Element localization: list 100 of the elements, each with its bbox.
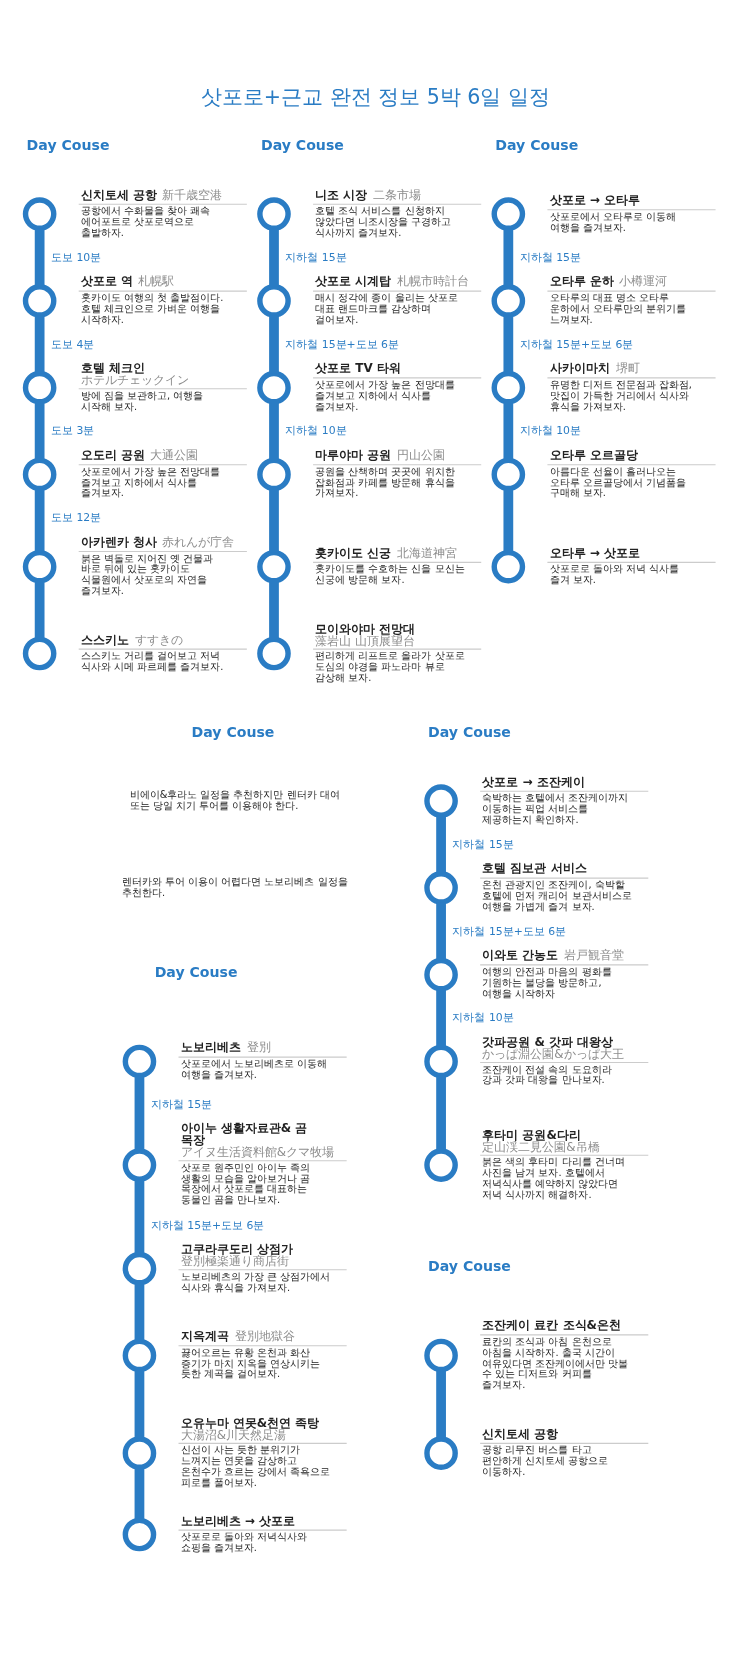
edge-label: 도보 4분	[51, 337, 95, 351]
node-label: 삿포로로 돌아와 저녁 식사를 즐겨 보자.	[549, 562, 679, 585]
node-label: 공항에서 수화물을 찾아 쾌속 에어포트로 삿포로역으로 출발하자.	[80, 204, 211, 238]
node-label: 登別地獄谷	[234, 1328, 295, 1343]
node-circle	[424, 957, 458, 991]
edge-label: 지하철 10분	[285, 423, 347, 437]
node-label: 오유누마 연못&천연 족탕	[180, 1415, 320, 1430]
node-label: 온천 관광지인 조잔케이, 숙박할 호텔에 먼저 캐리어 보관서비스로 여행을 가볍게 즐겨 보자.	[482, 878, 632, 912]
connector	[134, 1369, 145, 1439]
node-label: 홋카이도 여행의 첫 출발점이다. 호텔 체크인으로 가벼운 여행을 시작하자.	[80, 291, 224, 325]
edge-label: 도보 10분	[51, 250, 102, 264]
node-label: 삿포로 원주민인 아이누 족의 생활의 모습을 알아보거나 곰 목장에서 삿포로를 대표하는 동물인 곰을 만나보자.	[180, 1161, 310, 1205]
node-label: 円山公園	[396, 447, 445, 462]
node-label: 岩戸観音堂	[563, 947, 624, 962]
node-circle	[122, 1517, 157, 1551]
node-label: 지옥계곡	[180, 1328, 229, 1343]
edge-label: 지하철 10분	[519, 423, 581, 437]
node-label: 붉은 벽돌로 지어진 옛 건물과 바로 뒤에 있는 홋카이도 식물원에서 삿포로의 자연을 즐겨보자.	[80, 551, 214, 596]
connector	[436, 1075, 446, 1151]
node-label: 오도리 공원	[80, 447, 146, 462]
node-label: 大通公園	[150, 447, 199, 462]
node-label: 삿포로에서 가장 높은 전망대를 즐겨보고 지하에서 식사를 즐겨보자.	[315, 378, 455, 412]
node-circle	[22, 196, 57, 231]
node-circle	[22, 457, 57, 491]
node-label: 매시 정각에 종이 울리는 삿포로 대표 랜드마크를 감상하며 걸어보자.	[315, 291, 458, 325]
node-circle	[122, 1044, 157, 1078]
node-circle	[122, 1435, 157, 1470]
node-label: 끓어오르는 유황 온천과 화산 증기가 마치 지옥을 연상시키는 듯한 계곡을 걸어보자.	[180, 1346, 320, 1379]
node-label: 방에 짐을 보관하고, 여행을 시작해 보자.	[80, 389, 204, 412]
label: Day Couse	[428, 723, 511, 740]
node-circle	[491, 283, 526, 318]
node-label: 삿포로 → 조잔케이	[482, 774, 585, 789]
node-label: 삿포로 → 오타루	[549, 192, 640, 207]
edge-label: 지하철 15분	[452, 837, 514, 851]
node-label: 삿포로 시계탑	[315, 273, 392, 288]
node-label: 호텔 짐보관 서비스	[482, 860, 587, 875]
connector	[269, 580, 279, 639]
connector	[269, 314, 279, 373]
node-label: 삿포로로 돌아와 저녁식사와 쇼핑을 즐겨보자.	[180, 1530, 307, 1553]
connector	[503, 401, 514, 460]
connector	[503, 488, 514, 553]
node-label: 이와토 간농도	[482, 947, 559, 962]
node-label: 오타루 운하	[549, 273, 614, 288]
edge-label: 도보 12분	[51, 510, 102, 524]
node-circle	[22, 370, 57, 404]
node-label: 오타루 → 삿포로	[549, 545, 640, 560]
node-label: 고쿠라쿠도리 상점가	[180, 1241, 293, 1256]
node-label: 마루야마 공원	[315, 447, 392, 462]
label: Day Couse	[428, 1257, 511, 1274]
connector	[503, 314, 514, 373]
node-label: 노보리베츠의 가장 큰 상점가에서 식사와 휴식을 가져보자.	[180, 1270, 330, 1293]
node-circle	[424, 1435, 458, 1470]
node-label: 堺町	[615, 360, 640, 375]
label: Day Couse	[191, 723, 275, 740]
node-circle	[424, 783, 458, 818]
node-label: 모이와야마 전망대	[315, 621, 416, 636]
connector	[134, 1466, 145, 1520]
connector	[134, 1282, 145, 1341]
edge-label: 지하철 15분	[519, 250, 581, 264]
label: Day Couse	[495, 136, 579, 153]
node-label: 여행의 안전과 마음의 평화를 기원하는 불당을 방문하고, 여행을 시작하자	[482, 965, 612, 999]
node-label: 신치토세 공항	[80, 187, 158, 202]
node-circle	[424, 870, 458, 905]
node-label: 신치토세 공항	[482, 1426, 559, 1441]
node-circle	[257, 636, 291, 670]
node-label: 오타루의 대표 명소 오타루 운하에서 오타루만의 분위기를 느껴보자.	[549, 291, 686, 325]
edge-label: 지하철 15분	[285, 250, 347, 264]
node-label: 札幌市時計台	[396, 273, 469, 288]
node-label: 삿포로 역	[80, 273, 134, 288]
connector	[34, 580, 45, 639]
node-circle	[257, 549, 291, 583]
connector	[436, 1369, 446, 1439]
node-label: 니조 시장	[315, 187, 368, 202]
connector	[269, 227, 279, 287]
node-label: 赤れんが庁舎	[162, 534, 235, 549]
node-label: 호텔 조식 서비스를 신청하지 않았다면 니조시장을 구경하고 식사까지 즐겨보자.	[315, 204, 452, 238]
node-circle	[122, 1147, 157, 1182]
edge-label: 지하철 10분	[452, 1010, 514, 1024]
node-label: 조잔케이 료칸 조식&온천	[482, 1317, 622, 1332]
node-label: 후타미 공원&다리	[482, 1127, 581, 1142]
node-label: 공원을 산책하며 곳곳에 위치한 잡화점과 카페를 방문해 휴식을 가져보자.	[315, 465, 455, 498]
node-label: 편리하게 리프트로 올라가 삿포로 도심의 야경을 파노라마 뷰로 감상해 보자.	[315, 649, 465, 683]
node-label: 小樽運河	[619, 273, 668, 288]
node-circle	[491, 370, 526, 404]
connector	[34, 227, 45, 287]
node-circle	[491, 457, 526, 491]
connector	[269, 401, 279, 460]
node-label: 삿포로에서 오타루로 이동해 여행을 즐겨보자.	[549, 210, 676, 233]
node-label: 스스키노 거리를 걸어보고 저녁 식사와 시메 파르페를 즐겨보자.	[80, 649, 224, 672]
node-circle	[257, 196, 291, 231]
connector	[436, 988, 446, 1047]
node-label: 스스키노	[80, 632, 129, 647]
connector	[34, 314, 45, 373]
connector	[269, 488, 279, 553]
node-label: 北海道神宮	[396, 545, 457, 560]
node-circle	[424, 1147, 458, 1182]
node-label: 오타루 오르골당	[549, 447, 638, 462]
node-circle	[491, 196, 526, 231]
node-label: 아름다운 선율이 흘러나오는 오타루 오르골당에서 기념품을 구매해 보자.	[549, 465, 686, 498]
label: 비에이&후라노 일정을 추천하지만 렌터카 대여 또는 당일 치기 투어를 이용해야 한다.	[129, 788, 340, 811]
